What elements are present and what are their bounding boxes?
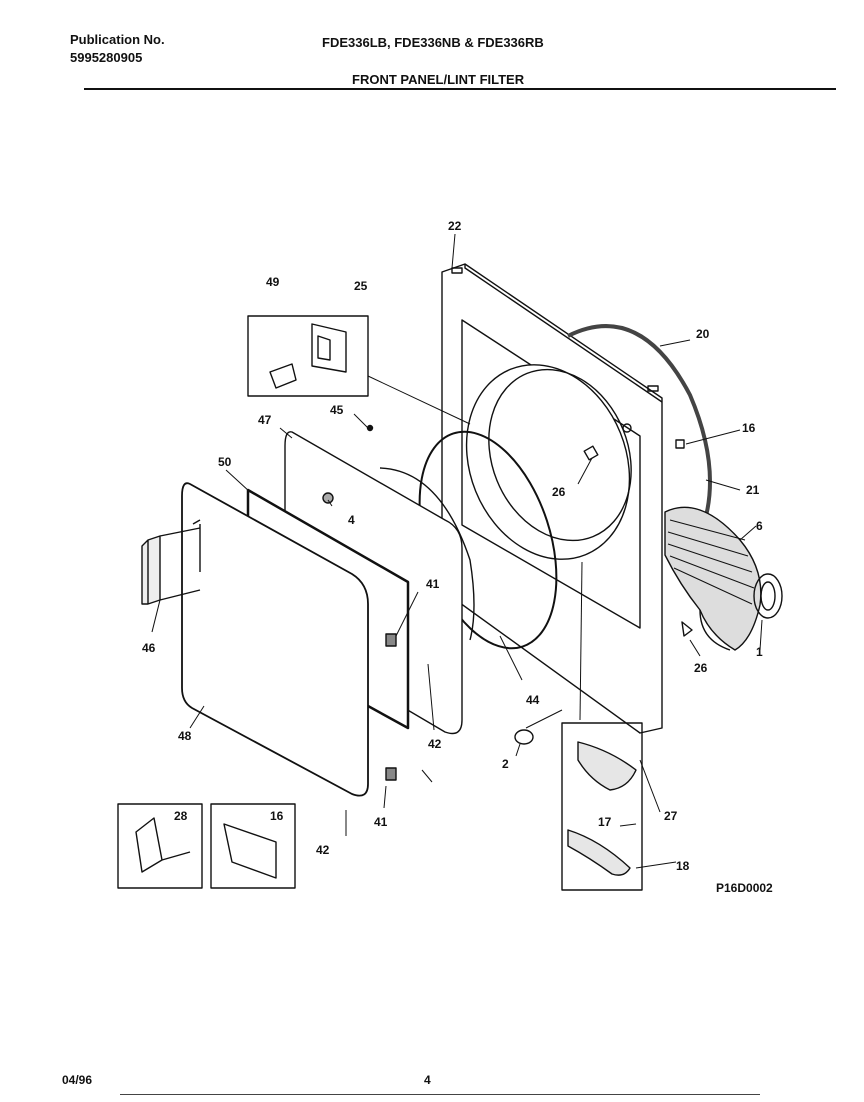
callout-42-bottom: 42 (316, 843, 330, 857)
callout-18: 18 (676, 859, 690, 873)
callout-2: 2 (502, 757, 509, 771)
screw-45 (366, 424, 374, 432)
callout-41-upper: 41 (426, 577, 440, 591)
lint-filter-detail (561, 722, 643, 891)
callout-50: 50 (218, 455, 232, 469)
callout-45: 45 (330, 403, 344, 417)
callout-42-right: 42 (428, 737, 442, 751)
publication-label: Publication No. (70, 32, 165, 47)
screw-16 (675, 439, 685, 449)
callout-28: 28 (174, 809, 188, 823)
washer-4 (322, 492, 334, 504)
leader-lines (151, 233, 763, 869)
footer-date: 04/96 (62, 1073, 93, 1087)
callout-41-lower: 41 (374, 815, 388, 829)
screw-26-right (681, 621, 693, 637)
callout-labels: 22 20 16 21 6 1 26 26 49 25 45 47 50 4 4… (142, 219, 773, 895)
callout-48: 48 (178, 729, 192, 743)
publication-number: 5995280905 (70, 50, 143, 65)
inset-box-49-25 (247, 315, 369, 397)
screw-26-center (583, 445, 599, 461)
header-rule (84, 88, 836, 90)
callout-46: 46 (142, 641, 156, 655)
callout-44: 44 (526, 693, 540, 707)
callout-26-right: 26 (694, 661, 708, 675)
inset-box-16 (210, 803, 296, 889)
callout-25: 25 (354, 279, 368, 293)
callout-17: 17 (598, 815, 612, 829)
hinge-41-upper (385, 633, 397, 647)
callout-16-inset: 16 (270, 809, 284, 823)
callout-27: 27 (664, 809, 678, 823)
door-button-2 (514, 729, 534, 745)
inset-box-28 (117, 803, 203, 889)
callout-22: 22 (448, 219, 462, 233)
callout-21: 21 (746, 483, 760, 497)
callout-47: 47 (258, 413, 272, 427)
page-number: 4 (424, 1073, 431, 1087)
callout-26-center: 26 (552, 485, 566, 499)
callout-16-right: 16 (742, 421, 756, 435)
callout-4: 4 (348, 513, 355, 527)
footer-rule (120, 1094, 760, 1095)
front-panel-frame (441, 263, 663, 734)
section-title: FRONT PANEL/LINT FILTER (352, 72, 525, 87)
lint-duct (664, 506, 783, 651)
callout-1: 1 (756, 645, 763, 659)
callout-6: 6 (756, 519, 763, 533)
hinge-41-lower (385, 767, 397, 781)
callout-49: 49 (266, 275, 280, 289)
outer-door (181, 482, 369, 797)
model-numbers: FDE336LB, FDE336NB & FDE336RB (322, 35, 544, 50)
callout-20: 20 (696, 327, 710, 341)
figure-code: P16D0002 (716, 881, 773, 895)
